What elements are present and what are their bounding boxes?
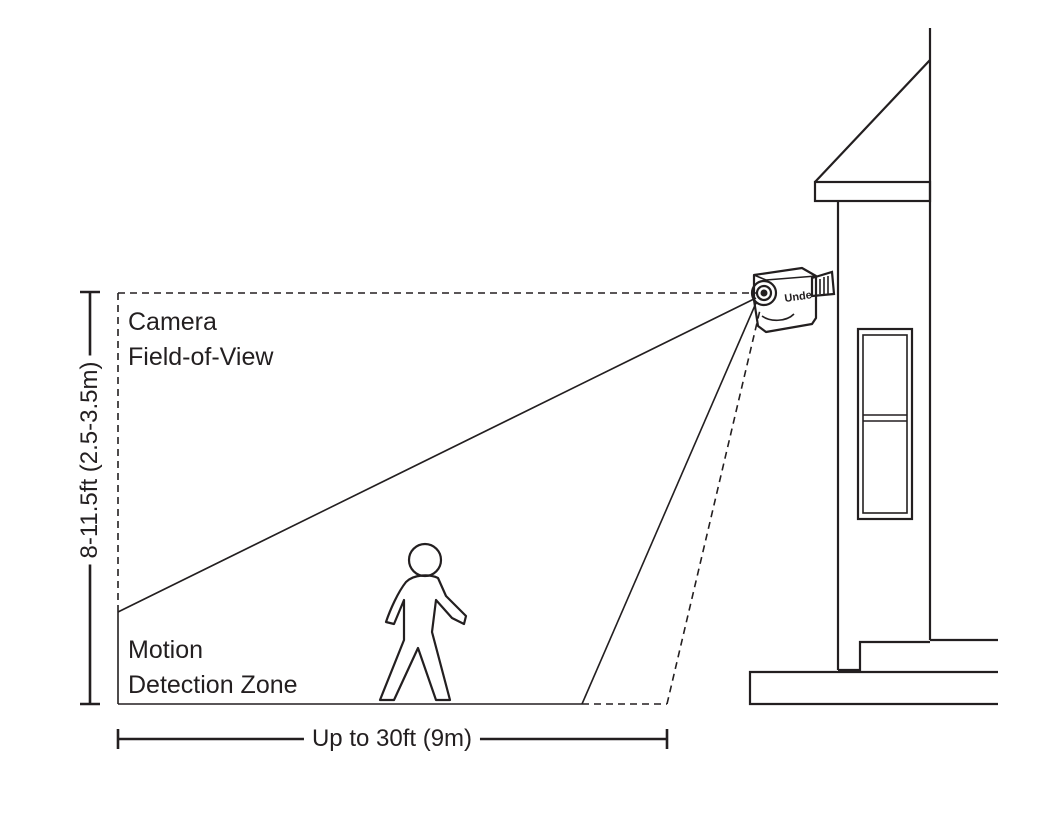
detection-distance-label: Up to 30ft (9m) [303, 725, 481, 753]
window-outer [856, 327, 914, 521]
mounting-height-label: 8-11.5ft (2.5-3.5m) [76, 355, 104, 565]
walking-person-icon [378, 542, 468, 702]
window-inner [862, 334, 908, 514]
camera-brand-text: Unde [784, 289, 813, 305]
field-of-view-outline [117, 292, 761, 705]
fov-label-line1: Camera [128, 308, 217, 336]
motion-detection-zone [117, 297, 757, 705]
motion-detection-zone-label: Motion Detection Zone [128, 633, 298, 703]
motion-label-line1: Motion [128, 636, 204, 664]
motion-label-line2: Detection Zone [128, 671, 298, 699]
fov-label-line2: Field-of-View [128, 343, 274, 371]
camera-icon: Unde [750, 266, 836, 334]
camera-field-of-view-label: Camera Field-of-View [128, 305, 273, 375]
house [748, 28, 998, 706]
